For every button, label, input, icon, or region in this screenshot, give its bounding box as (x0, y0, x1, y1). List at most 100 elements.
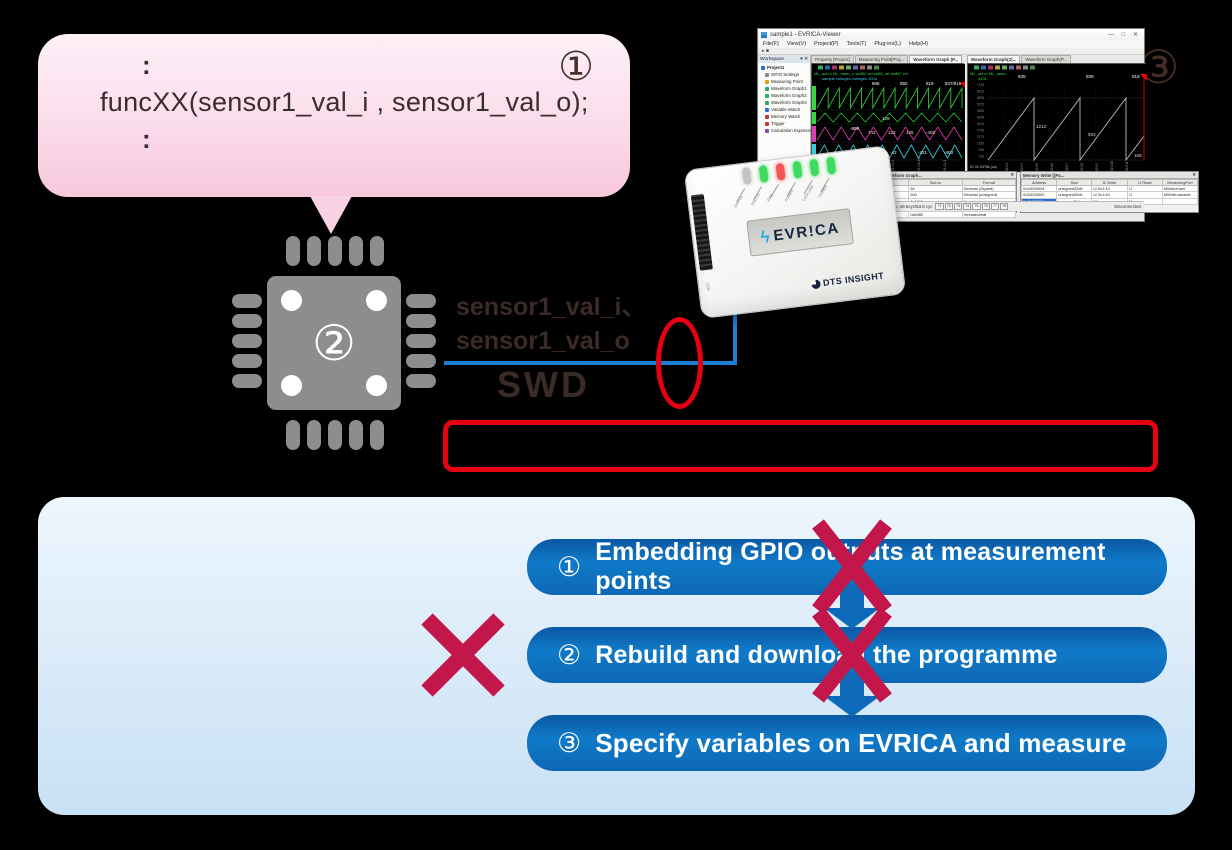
cross-out-loop (421, 613, 505, 697)
chip-corner-dot (281, 290, 302, 311)
svg-text:837/819: 837/819 (945, 81, 962, 86)
tree-icon (765, 121, 769, 126)
led-label-text: POWER (817, 184, 829, 199)
tree-item-root: Project1 (761, 64, 810, 71)
step2-badge: ② (312, 316, 356, 371)
svg-text:819: 819 (926, 81, 934, 86)
dts-insight-logo-icon (810, 278, 821, 289)
svg-text:02.011: 02.011 (1125, 161, 1129, 171)
menu-item: Help(H) (908, 41, 928, 47)
app-icon (761, 31, 767, 38)
page-cell: 78 (1000, 203, 1009, 210)
tree-icon (765, 107, 769, 112)
code-snippet: : funcXX(sensor1_val_i , sensor1_val_o);… (100, 48, 589, 156)
svg-text:5895: 5895 (977, 96, 984, 100)
swd-label: SWD (497, 364, 590, 405)
svg-text:4655: 4655 (977, 109, 984, 113)
code-statement: funcXX(sensor1_val_i , sensor1_val_o); (100, 87, 589, 117)
svg-text:838: 838 (1086, 74, 1094, 79)
tab: Waveform Graph (P... (909, 55, 963, 63)
menu-item: Tools(T) (846, 41, 867, 47)
tree-icon (765, 72, 769, 77)
tab: Property [Project] (811, 55, 854, 63)
left-pane-tabs: Property [Project]Measuring Point[Proj..… (811, 55, 963, 63)
svg-text:168: 168 (1134, 153, 1142, 158)
svg-text:6515: 6515 (977, 90, 984, 94)
tree-item: GPIO Settings (761, 71, 810, 78)
bubble-tail (310, 196, 352, 234)
table-cell: MWatch:sen (1161, 184, 1199, 193)
tree-icon (765, 93, 769, 98)
menu-item: Plug-ins(L) (874, 41, 901, 47)
connection-highlight-ellipse (656, 317, 703, 409)
swd-wire-vertical (733, 300, 737, 364)
svg-text:3415: 3415 (977, 122, 984, 126)
led-label: POWER (784, 181, 798, 208)
svg-text:1212: 1212 (1036, 124, 1047, 129)
svg-text:9431: 9431 (978, 76, 988, 81)
chip-pin (286, 236, 300, 266)
right-pane-tabs: Waveform Graph(2)...Waveform Graph(P... (967, 55, 1072, 63)
led-label: JTAG (766, 183, 781, 210)
tree-icon (765, 79, 769, 84)
svg-text:835: 835 (1018, 74, 1026, 79)
table-cell: 0x8080 (908, 210, 963, 219)
tree-item: Memory Watch (761, 113, 810, 120)
led-label-text: STATUS (750, 192, 761, 207)
tree-item: Variable Watch (761, 106, 810, 113)
chip-pins-right (406, 294, 436, 388)
cross-out-step2 (812, 607, 892, 703)
step-button-3: ③ Specify variables on EVRICA and measur… (527, 715, 1167, 771)
led-label-text: POWER (784, 188, 795, 203)
viewer-titlebar: sample1 - EVRICA-Viewer — □ ✕ (758, 29, 1144, 40)
signal-line1: sensor1_val_i、 (456, 293, 647, 321)
page-cell: 75 (972, 203, 981, 210)
chip-pin (349, 236, 363, 266)
tree-icon (761, 65, 765, 70)
signal-variables-label: sensor1_val_i、 sensor1_val_o (456, 290, 646, 358)
down-arrow-1 (824, 593, 880, 629)
svg-text:-403: -403 (926, 130, 936, 135)
svg-text:ML_act.ro ML_raser...: ML_act.ro ML_raser... (970, 71, 1009, 76)
tree-icon (765, 128, 769, 133)
close-icon: ✕ (1192, 172, 1196, 177)
svg-text:01 02.0378k (us): 01 02.0378k (us) (970, 165, 997, 169)
swd-wire-horizontal (444, 361, 737, 365)
mcu-chip: ② (267, 276, 401, 410)
svg-text:02.03: 02.03 (1005, 163, 1009, 171)
svg-text:01:01.3: 01:01.3 (943, 160, 947, 171)
code-callout-bubble: ① : funcXX(sensor1_val_i , sensor1_val_o… (38, 34, 630, 197)
svg-text:1555: 1555 (977, 142, 984, 146)
evrica-logo-text: EVR!CA (772, 219, 841, 245)
chip-pin (232, 294, 262, 308)
table-cell: MWrite:variable (1161, 191, 1199, 199)
svg-text:806: 806 (872, 81, 880, 86)
chip-pin (232, 334, 262, 348)
menu-item: File(F) (763, 41, 779, 47)
chip-pin (370, 236, 384, 266)
memory-panel-title: Memory Write [(Pa... (1023, 172, 1065, 178)
tab: Waveform Graph(2)... (967, 55, 1021, 63)
table-cell: Decimal (Signed) (961, 184, 1017, 193)
device-port-label: USB (705, 282, 712, 291)
device-led (792, 160, 803, 179)
svg-text:ML_act.ro ML_raser_u stdMC.r: ML_act.ro ML_raser_u stdMC.ref stdM_ref … (814, 71, 909, 76)
page-cell: 71 (935, 203, 944, 210)
page-cell: 74 (963, 203, 972, 210)
step1-badge: ① (558, 45, 594, 89)
svg-text:02.010: 02.010 (1110, 161, 1114, 171)
menu-item: View(V) (786, 41, 807, 47)
chip-corner-dot (366, 290, 387, 311)
led-label: DATA LINE (802, 179, 815, 206)
svg-text:4035: 4035 (977, 116, 984, 120)
tab: Waveform Graph(P... (1021, 55, 1072, 63)
code-ellipsis-bottom: : (142, 124, 151, 154)
svg-text:02.09: 02.09 (1095, 163, 1099, 171)
chip-pin (232, 374, 262, 388)
svg-text:02.04: 02.04 (1020, 163, 1024, 171)
